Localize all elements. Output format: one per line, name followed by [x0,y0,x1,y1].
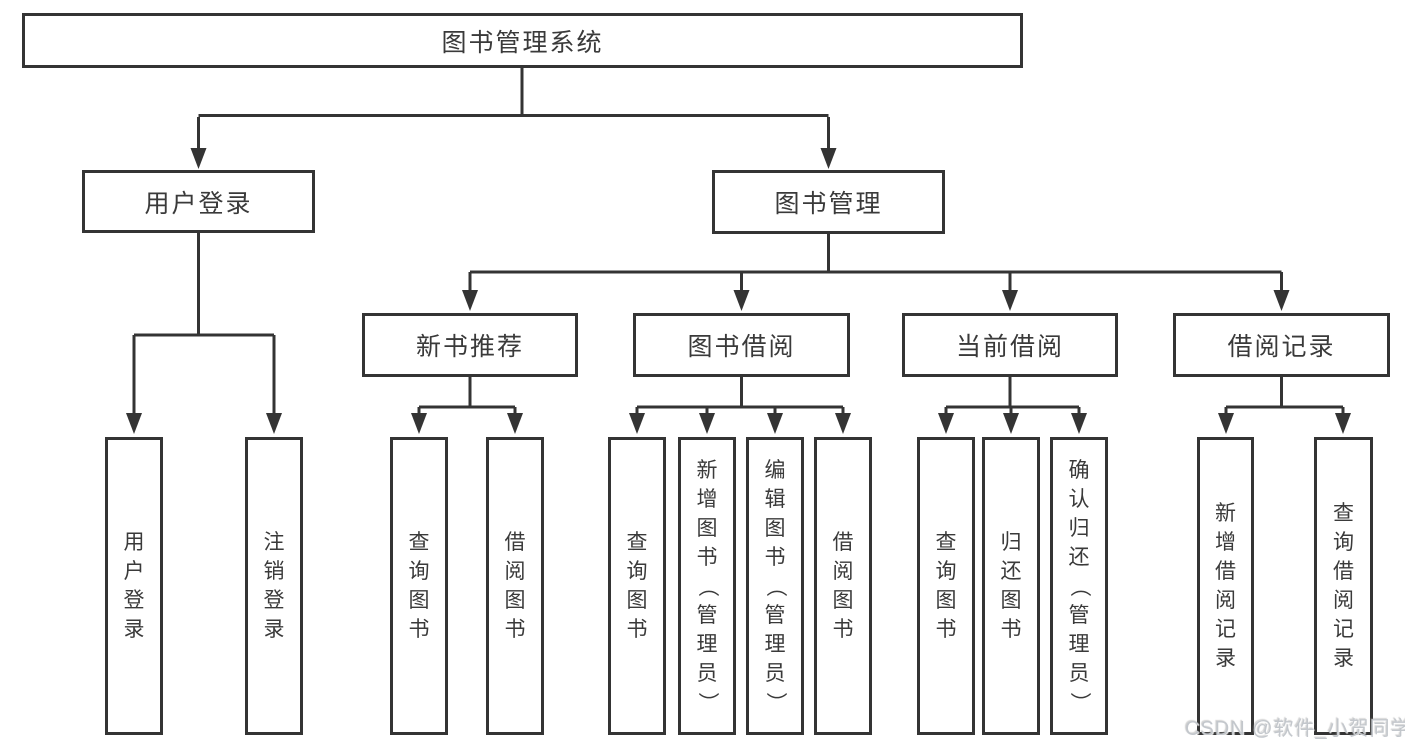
node-label: 借阅图书 [832,531,854,641]
node-label: 借阅记录 [1227,333,1336,361]
node-query-books-current: 查询图书 [917,437,975,735]
csdn-watermark: CSDN @软件_小贺同学 [1185,718,1405,740]
node-label: 查询借阅记录 [1333,502,1354,670]
node-label: 图书借阅 [687,333,796,361]
node-current-borrowing: 当前借阅 [902,313,1118,377]
node-confirm-return-admin: 确认归还（管理员） [1050,437,1108,735]
node-user-login: 用户登录 [82,170,315,233]
node-book-management: 图书管理 [712,170,945,234]
node-label: 新书推荐 [415,333,524,361]
node-label: 新增借阅记录 [1215,502,1236,670]
node-label: 新增图书（管理员） [695,458,719,713]
node-label: 用户登录 [123,531,145,641]
node-label: 注销登录 [263,531,285,641]
node-label: 查询图书 [626,531,648,641]
node-label: 编辑图书（管理员） [763,458,787,713]
node-label: 图书管理系统 [441,28,604,57]
node-library-management-system: 图书管理系统 [22,13,1023,68]
node-query-books-borrowing: 查询图书 [608,437,666,735]
node-label: 归还图书 [1000,531,1022,641]
node-borrow-books-recommend: 借阅图书 [486,437,544,735]
node-query-books-recommend: 查询图书 [390,437,448,735]
node-label: 确认归还（管理员） [1067,458,1091,713]
node-user-login-leaf: 用户登录 [105,437,163,735]
node-return-books: 归还图书 [982,437,1040,735]
node-label: 用户登录 [144,189,253,218]
node-borrow-books-borrowing: 借阅图书 [814,437,872,735]
node-label: 查询图书 [408,531,430,641]
node-add-borrow-record: 新增借阅记录 [1197,437,1254,735]
node-new-book-recommend: 新书推荐 [362,313,578,377]
node-book-borrowing: 图书借阅 [633,313,850,377]
node-label: 借阅图书 [504,531,526,641]
node-label: 查询图书 [935,531,957,641]
node-label: 当前借阅 [955,333,1064,361]
node-logout: 注销登录 [245,437,303,735]
node-query-borrow-record: 查询借阅记录 [1314,437,1373,735]
node-label: 图书管理 [774,190,883,218]
node-borrowing-records: 借阅记录 [1173,313,1390,377]
node-edit-books-admin: 编辑图书（管理员） [746,437,804,735]
node-add-books-admin: 新增图书（管理员） [678,437,736,735]
